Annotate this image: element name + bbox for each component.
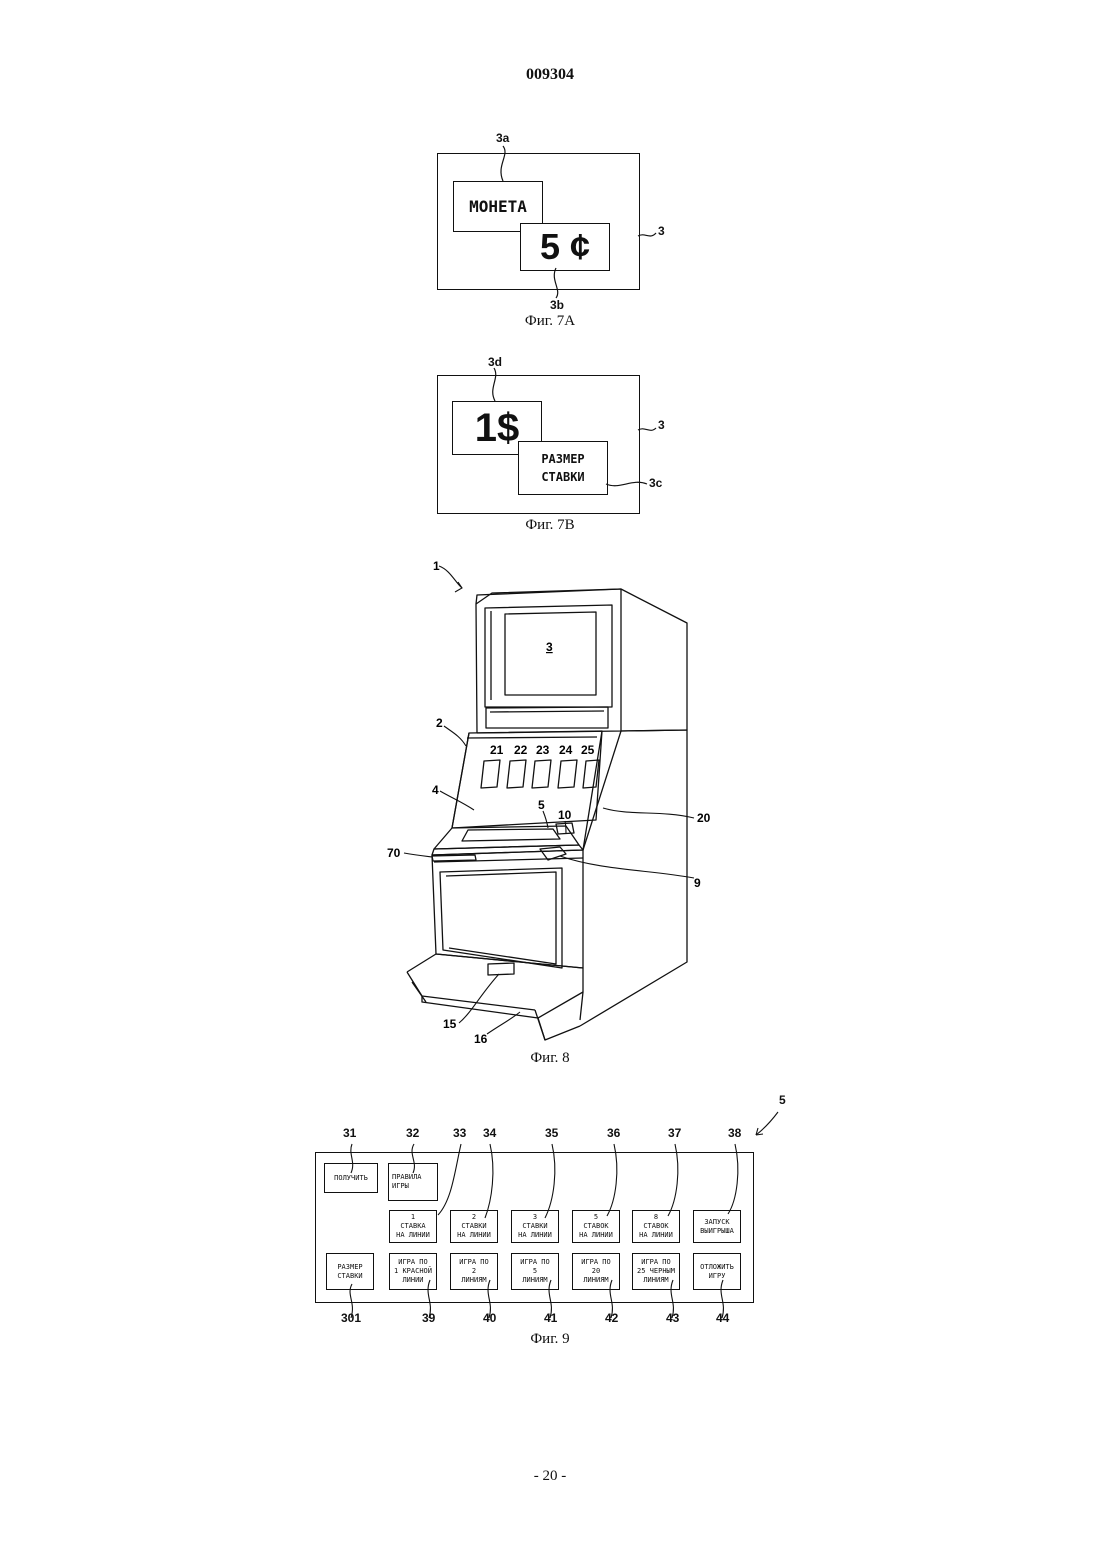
ref-15: 15 — [443, 1017, 457, 1031]
ref-40: 40 — [483, 1311, 496, 1325]
ref-42: 42 — [605, 1311, 618, 1325]
ref-5-panel: 5 — [779, 1093, 786, 1107]
ref-44: 44 — [716, 1311, 729, 1325]
ref-301: 301 — [341, 1311, 361, 1325]
ref-5: 5 — [538, 798, 545, 812]
ref-3-7b: 3 — [658, 418, 665, 432]
ref-38: 38 — [728, 1126, 741, 1140]
caption-fig7b: Фиг. 7В — [0, 517, 1100, 534]
caption-fig9: Фиг. 9 — [0, 1331, 1100, 1348]
ref-41: 41 — [544, 1311, 557, 1325]
caption-fig8: Фиг. 8 — [0, 1050, 1100, 1067]
ref-43: 43 — [666, 1311, 679, 1325]
ref-10: 10 — [558, 808, 572, 822]
fig7b-leader-lines — [0, 340, 1100, 540]
ref-34: 34 — [483, 1126, 496, 1140]
caption-fig7a: Фиг. 7А — [0, 313, 1100, 330]
ref-3c: 3c — [649, 476, 662, 490]
ref-21: 21 — [490, 743, 504, 757]
ref-3d: 3d — [488, 355, 502, 369]
ref-32: 32 — [406, 1126, 419, 1140]
ref-36: 36 — [607, 1126, 620, 1140]
page-number: - 20 - — [0, 1468, 1100, 1485]
ref-35: 35 — [545, 1126, 558, 1140]
ref-22: 22 — [514, 743, 528, 757]
ref-33: 33 — [453, 1126, 466, 1140]
ref-70: 70 — [387, 846, 401, 860]
ref-37: 37 — [668, 1126, 681, 1140]
ref-31: 31 — [343, 1126, 356, 1140]
ref-25: 25 — [581, 743, 595, 757]
fig7a-leader-lines — [0, 0, 1100, 340]
ref-4: 4 — [432, 783, 439, 797]
slot-machine-drawing: 1 2 3 4 5 10 20 70 9 15 16 21 22 23 24 2… — [0, 550, 1100, 1050]
ref-39: 39 — [422, 1311, 435, 1325]
ref-9: 9 — [694, 876, 701, 890]
ref-3-screen: 3 — [546, 640, 553, 654]
ref-24: 24 — [559, 743, 573, 757]
ref-3a: 3a — [496, 131, 509, 145]
ref-20: 20 — [697, 811, 711, 825]
ref-16: 16 — [474, 1032, 488, 1046]
ref-3-7a: 3 — [658, 224, 665, 238]
ref-1: 1 — [433, 559, 440, 573]
ref-23: 23 — [536, 743, 550, 757]
ref-2: 2 — [436, 716, 443, 730]
ref-3b: 3b — [550, 298, 564, 312]
